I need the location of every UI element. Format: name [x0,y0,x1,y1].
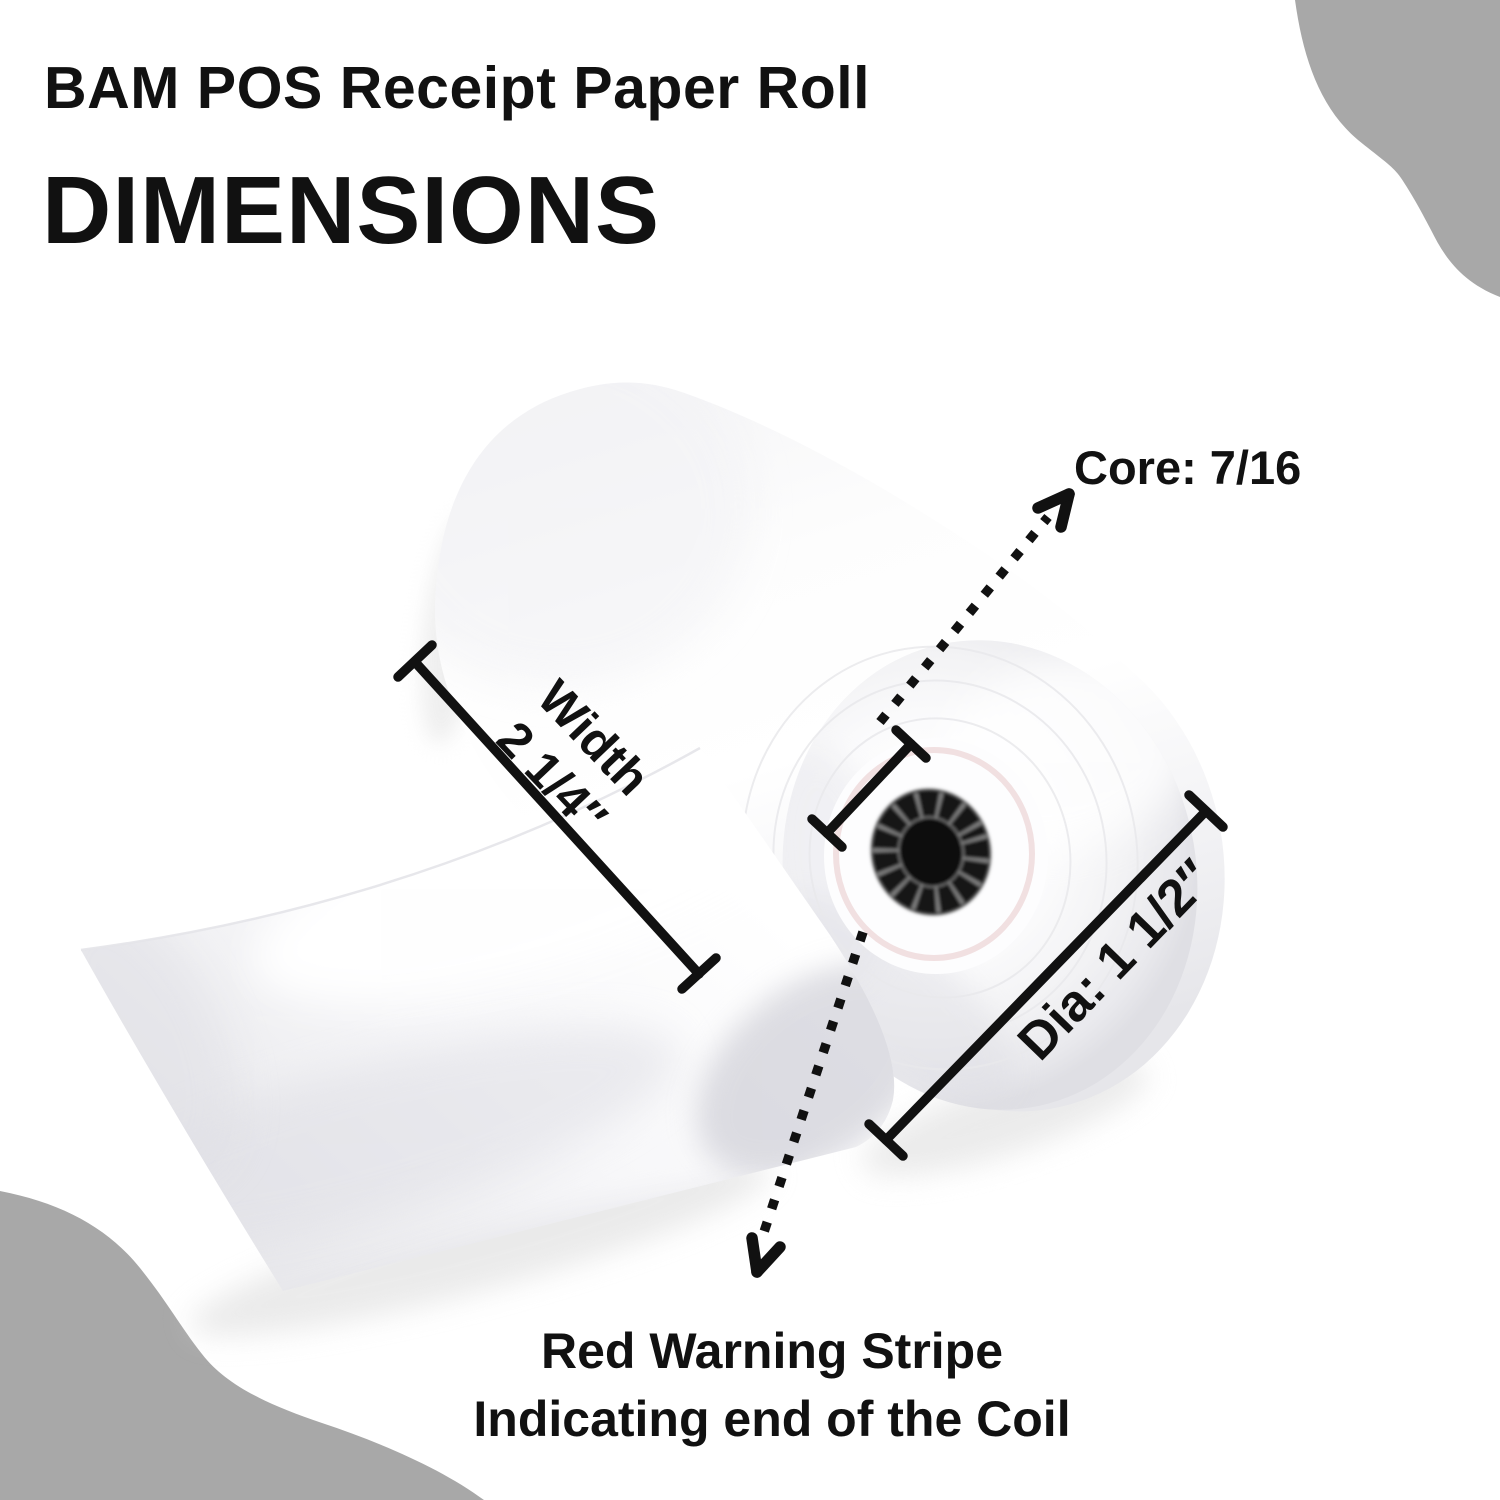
diameter-dimension-line [864,790,1228,1161]
warning-pointer-dotted-line [759,930,868,1234]
page-title: DIMENSIONS [42,157,660,264]
core-dimension-marker [807,725,931,852]
layer-ring [808,717,1072,999]
width-dimension-cap-bottom [677,953,721,994]
width-dimension-line [393,640,721,994]
width-dimension-cap-top [393,640,437,682]
core-marker-cap-top [891,725,931,763]
strip-top-edge-crease [80,746,701,952]
decorative-blob-bottom-left [0,1191,484,1500]
core-marker-cap-bottom [807,814,847,852]
core-inner-edge [897,816,965,888]
diameter-dimension-cap-top [1184,790,1228,832]
warning-pointer-arrow [746,930,868,1278]
width-dimension-shaft [410,657,704,979]
arrowhead-down-icon [746,1232,786,1278]
strip-highlight [251,757,829,1003]
core-pointer-dotted-line [876,513,1052,726]
warning-caption-line2: Indicating end of the Coil [473,1391,1070,1447]
core-honeycomb-cells [872,791,990,913]
diameter-dimension-shaft [881,806,1211,1145]
brand-title: BAM POS Receipt Paper Roll [44,55,870,121]
core-label: Core: 7/16 [1074,441,1301,494]
core-pointer-arrow [876,488,1075,726]
core-hole [899,818,963,886]
warning-stripe-tint-ring [833,747,1035,961]
roll-core [870,788,992,916]
diameter-dimension-cap-bottom [864,1119,908,1161]
arrowhead-up-right-icon [1032,488,1075,533]
decorative-blob-top-right [1295,0,1500,297]
core-marker-shaft [822,739,916,838]
warning-caption-line1: Red Warning Stripe [541,1323,1003,1379]
